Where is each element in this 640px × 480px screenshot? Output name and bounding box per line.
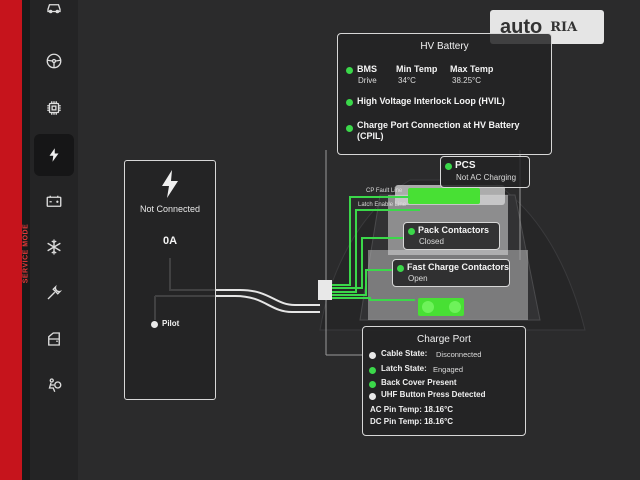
back-cover-dot xyxy=(369,381,376,388)
bms-value: Drive xyxy=(358,76,377,85)
lightning-icon xyxy=(49,148,59,162)
sidebar-item-steering[interactable] xyxy=(34,40,74,82)
pack-contactors-dot xyxy=(408,228,415,235)
sidebar-item-airbag[interactable] xyxy=(34,364,74,406)
pack-contactors-label: Pack Contactors xyxy=(418,225,490,235)
service-mode-edge xyxy=(0,0,22,480)
cable-state-value: Disconnected xyxy=(436,350,482,359)
fast-charge-contactors-label: Fast Charge Contactors xyxy=(407,262,510,272)
airbag-icon xyxy=(48,378,62,393)
hvil-status-dot xyxy=(346,99,353,106)
watermark-ria: RIA xyxy=(550,19,578,35)
car-icon xyxy=(47,4,61,14)
chip-icon xyxy=(47,101,61,115)
latch-state-value: Engaged xyxy=(433,365,464,374)
cpil-status-dot xyxy=(346,125,353,132)
cpil-label-line2: (CPIL) xyxy=(357,131,384,141)
cp-fault-line-label: CP Fault Line xyxy=(366,188,403,194)
sidebar-item-tools[interactable] xyxy=(34,272,74,314)
cable-state-dot xyxy=(369,352,376,359)
charger-current: 0A xyxy=(162,235,178,247)
pcs-panel: PCS Not AC Charging xyxy=(440,156,530,188)
sidebar-item-chip[interactable] xyxy=(34,87,74,129)
steering-wheel-icon xyxy=(46,53,62,69)
pcs-status-dot xyxy=(445,163,452,170)
pilot-label: Pilot xyxy=(162,319,180,328)
max-temp-label: Max Temp xyxy=(450,64,494,74)
lightning-icon xyxy=(162,170,178,198)
latch-state-dot xyxy=(369,367,376,374)
sidebar-item-charging[interactable] xyxy=(34,134,74,176)
dc-pin-temp: DC Pin Temp: 18.16°C xyxy=(370,417,454,426)
min-temp-label: Min Temp xyxy=(396,64,438,74)
hvil-label: High Voltage Interlock Loop (HVIL) xyxy=(357,96,505,106)
max-temp-value: 38.25°C xyxy=(452,76,481,85)
watermark-brand: auto xyxy=(500,15,543,38)
ac-pin-temp: AC Pin Temp: 18.16°C xyxy=(370,405,454,414)
sidebar-item-climate[interactable] xyxy=(34,226,74,268)
charge-port-title: Charge Port xyxy=(417,334,471,345)
uhf-button-label: UHF Button Press Detected xyxy=(381,390,486,399)
bms-label: BMS xyxy=(357,64,377,74)
charger-status: Not Connected xyxy=(139,204,201,214)
latch-state-label: Latch State: xyxy=(381,364,427,373)
fast-charge-contactors-panel: Fast Charge Contactors Open xyxy=(392,259,510,287)
pilot-dot xyxy=(151,321,158,328)
battery-icon xyxy=(46,195,62,207)
bms-status-dot xyxy=(346,67,353,74)
snowflake-icon xyxy=(47,239,61,255)
charger-panel: Not Connected 0A Pilot xyxy=(124,160,216,400)
sidebar xyxy=(30,0,78,480)
service-mode-strip xyxy=(22,0,30,480)
fast-charge-contactors-dot xyxy=(397,265,404,272)
sidebar-item-car[interactable] xyxy=(34,0,74,28)
back-cover-label: Back Cover Present xyxy=(381,378,457,387)
min-temp-value: 34°C xyxy=(398,76,416,85)
charge-port-panel: Charge Port Cable State: Disconnected La… xyxy=(362,326,526,436)
pack-contactors-panel: Pack Contactors Closed xyxy=(403,222,500,250)
sidebar-item-doors[interactable] xyxy=(34,318,74,360)
wrench-icon xyxy=(47,284,63,300)
latch-enable-line-label: Latch Enable Line xyxy=(358,202,407,208)
sidebar-item-battery[interactable] xyxy=(34,180,74,222)
uhf-button-dot xyxy=(369,393,376,400)
door-icon xyxy=(48,332,60,346)
pack-contactors-value: Closed xyxy=(419,237,444,246)
cable-state-label: Cable State: xyxy=(381,349,428,358)
pcs-label: PCS xyxy=(455,160,476,171)
hv-battery-title: HV Battery xyxy=(420,41,469,52)
cpil-label-line1: Charge Port Connection at HV Battery xyxy=(357,120,520,130)
hv-battery-panel: HV Battery BMS Drive Min Temp 34°C Max T… xyxy=(337,33,552,155)
pcs-value: Not AC Charging xyxy=(456,173,517,182)
fast-charge-contactors-value: Open xyxy=(408,274,428,283)
